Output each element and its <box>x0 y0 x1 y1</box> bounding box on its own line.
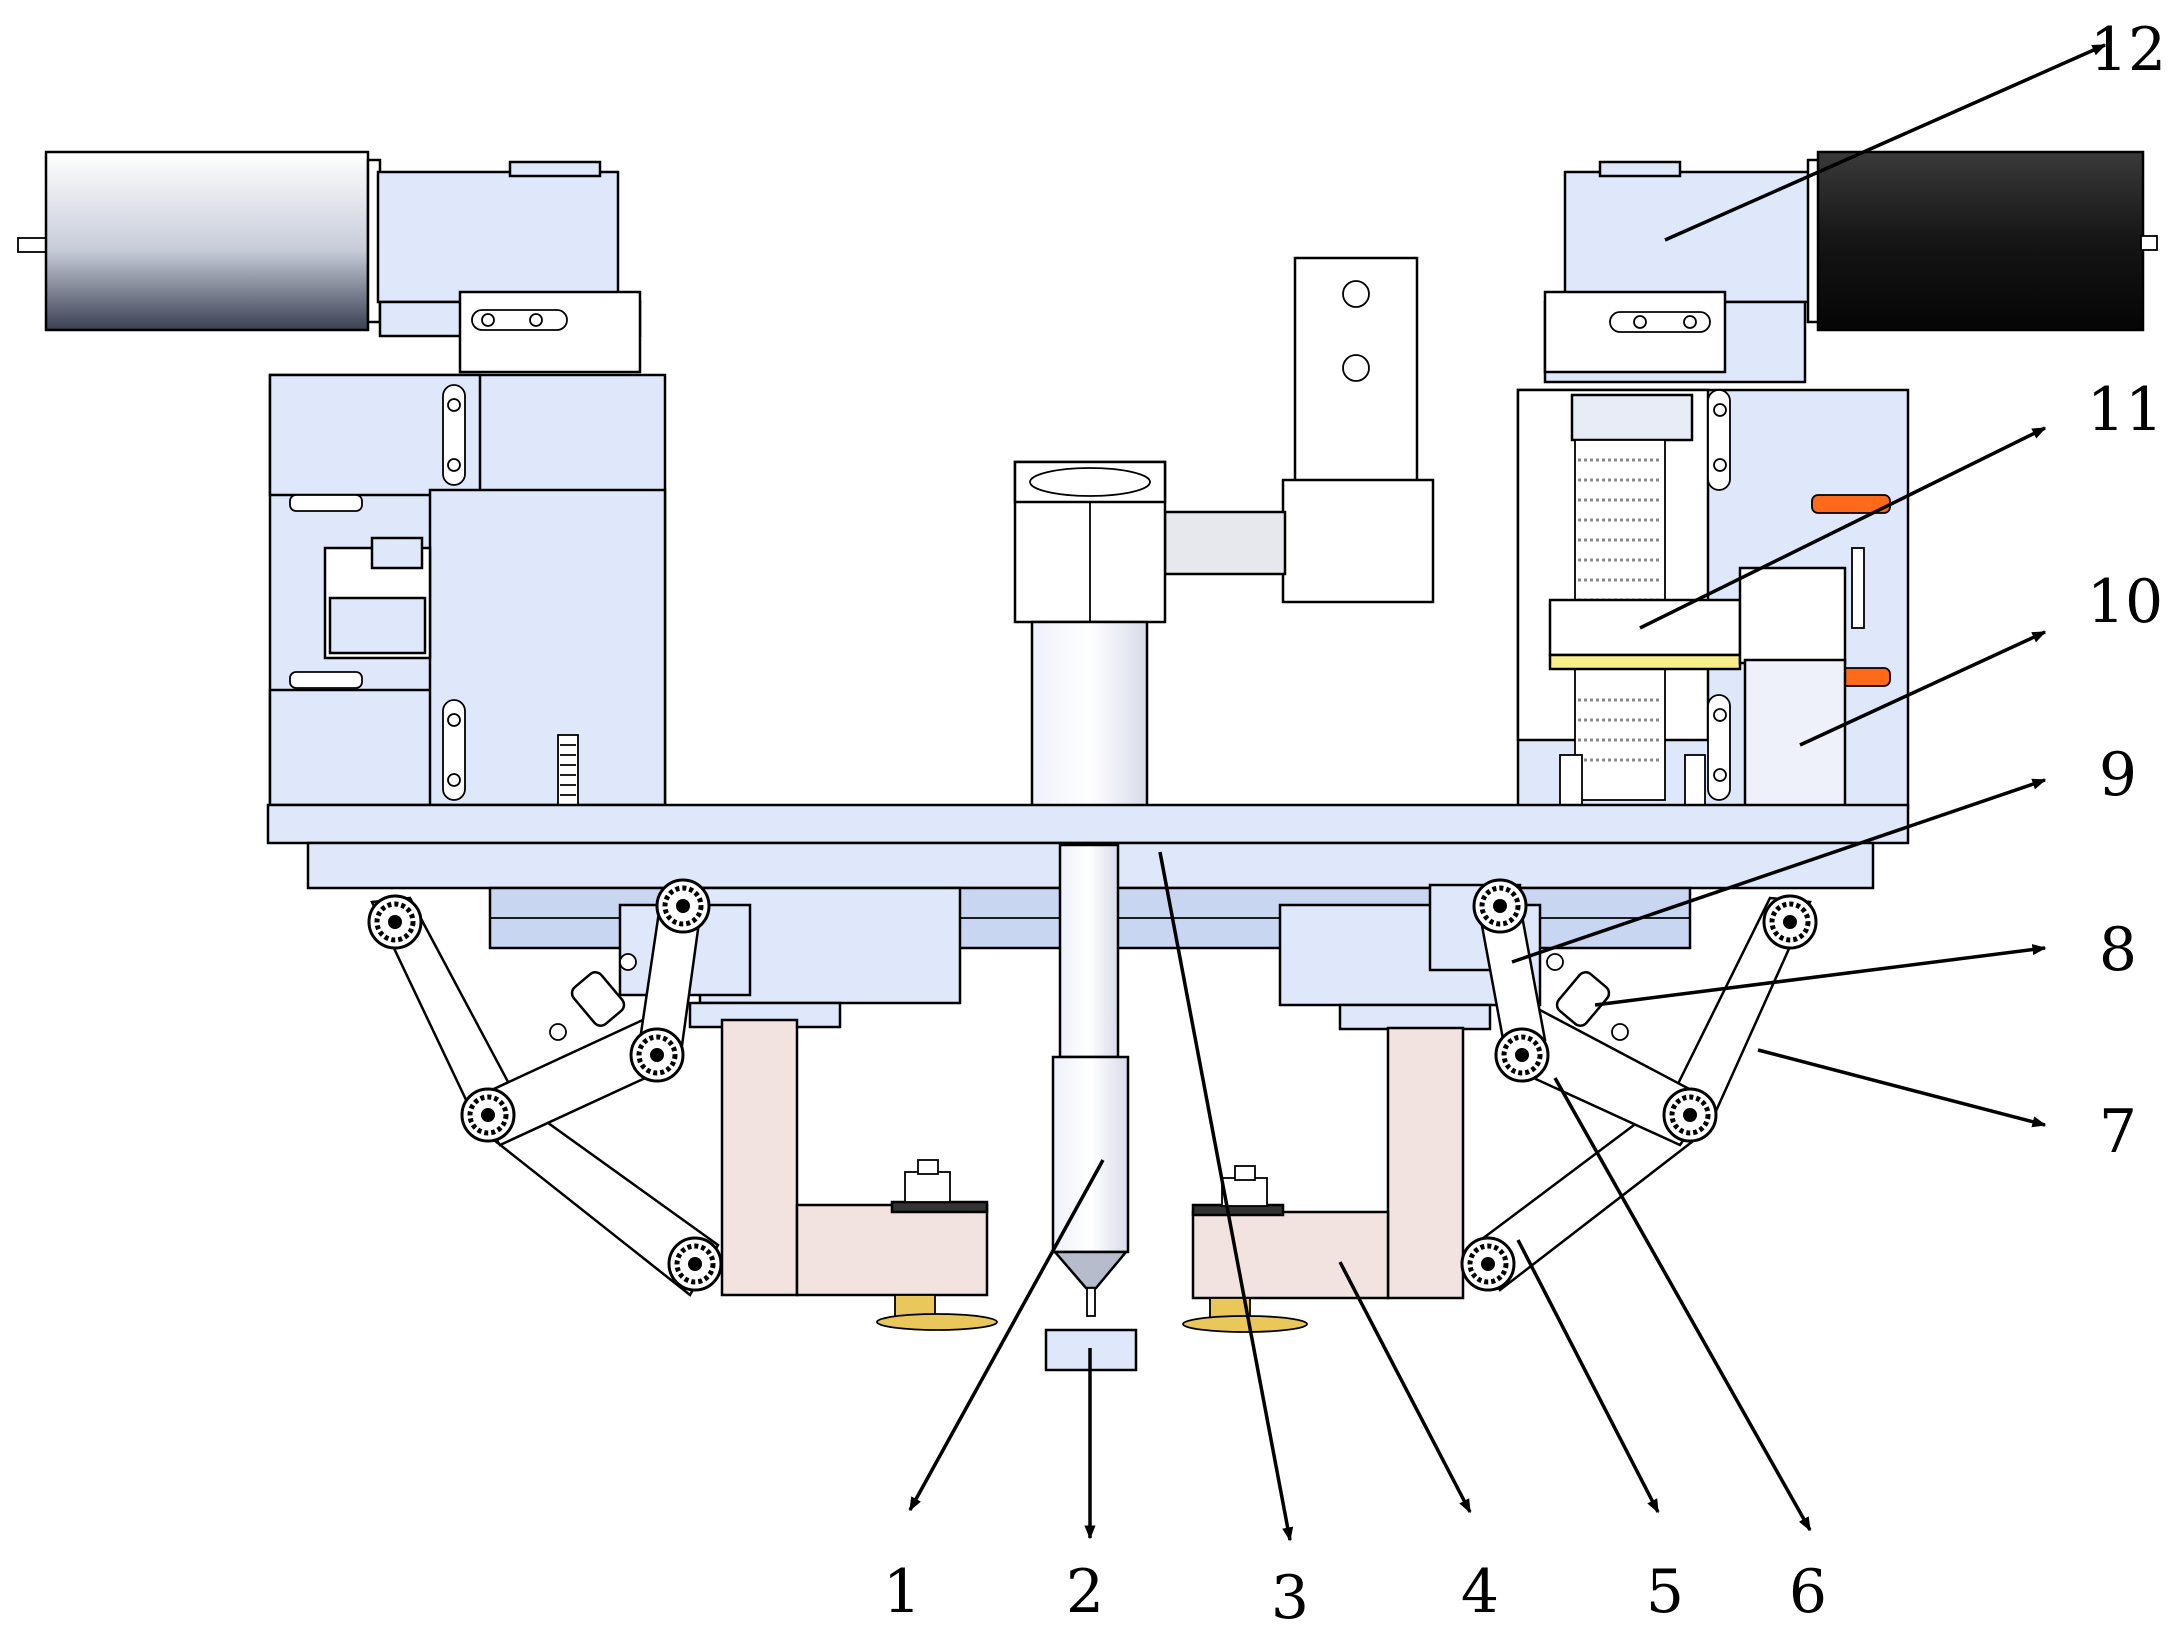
arrow-3 <box>1158 851 1294 1542</box>
part-labels: 1 2 3 4 5 6 7 8 9 10 11 12 <box>883 15 2166 1633</box>
label-8: 8 <box>2099 915 2137 985</box>
left-upper-block <box>268 373 667 807</box>
arrow-9 <box>1511 778 2047 964</box>
right-leg <box>1182 1026 1465 1333</box>
label-6: 6 <box>1789 1557 1827 1627</box>
arrow-5 <box>1516 1239 1660 1514</box>
center-mast <box>1013 256 1435 846</box>
arrow-8 <box>1594 944 2047 1007</box>
right-upper-block <box>1516 388 1910 810</box>
arrow-4 <box>1338 1261 1472 1514</box>
label-11: 11 <box>2087 375 2163 445</box>
label-4: 4 <box>1461 1557 1499 1627</box>
arrow-12 <box>1664 43 2107 242</box>
label-12: 12 <box>2090 15 2166 85</box>
left-gearbox <box>376 170 620 304</box>
arrow-6 <box>1553 1077 1812 1532</box>
left-leg <box>720 1018 998 1331</box>
leader-arrows <box>908 43 2107 1542</box>
label-10: 10 <box>2087 567 2163 637</box>
left-linkage <box>369 880 721 1297</box>
probe-body <box>1051 1055 1130 1254</box>
left-motor-assembly <box>17 150 642 374</box>
label-3: 3 <box>1271 1563 1309 1633</box>
label-9: 9 <box>2099 740 2137 810</box>
right-motor-assembly <box>1543 150 2158 384</box>
label-7: 7 <box>2099 1097 2137 1167</box>
label-1: 1 <box>883 1557 921 1627</box>
label-5: 5 <box>1646 1557 1684 1627</box>
arrow-11 <box>1639 426 2047 630</box>
right-motor <box>1816 150 2145 332</box>
probe-assembly <box>1044 843 1138 1372</box>
arrow-1 <box>908 1159 1105 1512</box>
left-motor <box>44 150 370 332</box>
right-linkage <box>1462 880 1816 1290</box>
arrow-10 <box>1799 630 2047 747</box>
arrow-7 <box>1757 1048 2047 1128</box>
label-2: 2 <box>1066 1557 1104 1627</box>
